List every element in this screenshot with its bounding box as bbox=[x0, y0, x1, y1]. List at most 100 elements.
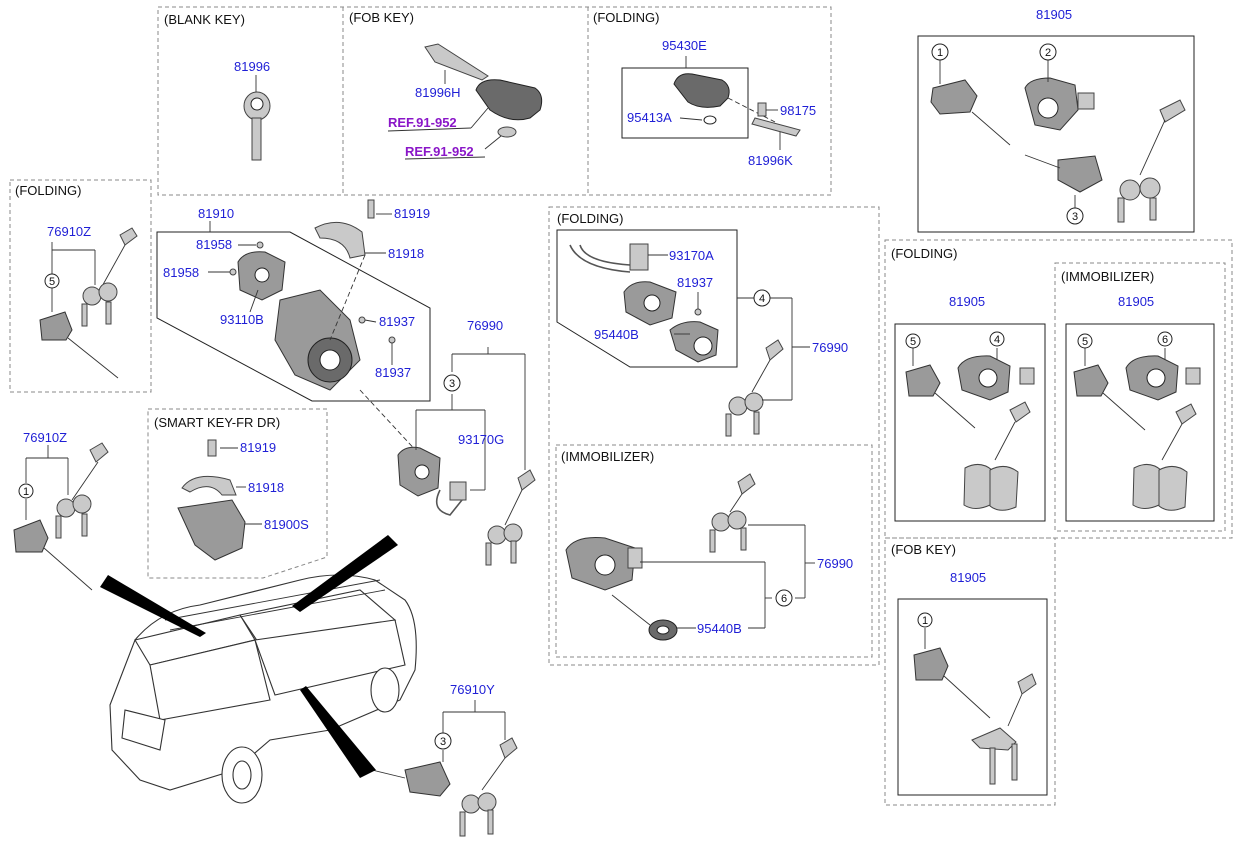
cylinder-76910Z-illustration bbox=[13, 442, 109, 591]
fob-key-top-label: (FOB KEY) bbox=[349, 10, 414, 25]
folding-right-box bbox=[894, 323, 1046, 522]
fob-right-illustration bbox=[913, 628, 1037, 785]
folding-mid-illustration bbox=[569, 243, 810, 437]
smart-key-illustration bbox=[177, 439, 262, 561]
pointer-wedge bbox=[292, 535, 398, 612]
part-number-81996: 81996 bbox=[234, 59, 270, 74]
callout-number: 1 bbox=[937, 47, 943, 59]
folding-left-frame bbox=[9, 179, 152, 393]
folding-left-illustration bbox=[39, 227, 138, 379]
folding-left-label: (FOLDING) bbox=[15, 183, 81, 198]
callout-number: 5 bbox=[1082, 336, 1088, 348]
vehicle-illustration bbox=[109, 574, 417, 804]
callout-circle bbox=[44, 273, 60, 289]
callout-number: 1 bbox=[922, 615, 928, 627]
immobilizer-mid-label: (IMMOBILIZER) bbox=[561, 449, 654, 464]
callout-number: 6 bbox=[1162, 334, 1168, 346]
top-right-lockset-illustration bbox=[930, 60, 1186, 223]
callout-circle bbox=[18, 483, 34, 499]
pointer-wedge bbox=[100, 575, 206, 637]
part-number-76910Y: 76910Y bbox=[450, 682, 495, 697]
fob-key-right-frame bbox=[884, 537, 1056, 806]
callout-circle bbox=[434, 732, 452, 750]
top-right-box bbox=[917, 35, 1195, 233]
callout-number: 3 bbox=[1072, 211, 1078, 223]
smart-key-label: (SMART KEY-FR DR) bbox=[154, 415, 280, 430]
mid-outer-frame bbox=[548, 206, 880, 666]
part-number-81937: 81937 bbox=[375, 365, 411, 380]
callout-circle bbox=[917, 612, 933, 628]
part-number-76990: 76990 bbox=[817, 556, 853, 571]
part-number-81918: 81918 bbox=[248, 480, 284, 495]
part-number-81900S: 81900S bbox=[264, 517, 309, 532]
part-number-81937: 81937 bbox=[677, 275, 713, 290]
callout-circle bbox=[1039, 43, 1057, 61]
part-number-93170A: 93170A bbox=[669, 248, 714, 263]
section-frames bbox=[9, 6, 1233, 806]
callout-circle bbox=[753, 289, 771, 307]
folding-top-label: (FOLDING) bbox=[593, 10, 659, 25]
part-number-81910: 81910 bbox=[198, 206, 234, 221]
callout-circle bbox=[1066, 207, 1084, 225]
callout-circle bbox=[931, 43, 949, 61]
fob-right-box bbox=[897, 598, 1048, 796]
part-number-93170G: 93170G bbox=[458, 432, 504, 447]
part-number-76910Z: 76910Z bbox=[47, 224, 91, 239]
immobilizer-mid-frame bbox=[555, 444, 873, 658]
pointer-wedge bbox=[300, 686, 376, 778]
fob-key-right-label: (FOB KEY) bbox=[891, 542, 956, 557]
callout-number: 3 bbox=[440, 736, 446, 748]
part-number-81958: 81958 bbox=[163, 265, 199, 280]
part-number-81937: 81937 bbox=[379, 314, 415, 329]
callout-circle bbox=[443, 374, 461, 392]
part-labels: 81996 81996H 95430E 95413A 98175 81996K … bbox=[23, 7, 1154, 697]
solid-boxes bbox=[156, 35, 1215, 796]
part-number-81918: 81918 bbox=[388, 246, 424, 261]
part-number-81958: 81958 bbox=[196, 237, 232, 252]
part-number-81905: 81905 bbox=[949, 294, 985, 309]
blank-key-illustration bbox=[243, 75, 271, 161]
folding-right-label: (FOLDING) bbox=[891, 246, 957, 261]
folding-right-illustration bbox=[905, 348, 1035, 511]
part-number-81905: 81905 bbox=[1036, 7, 1072, 22]
callout-number: 5 bbox=[910, 336, 916, 348]
immobilizer-right-label: (IMMOBILIZER) bbox=[1061, 269, 1154, 284]
part-number-98175: 98175 bbox=[780, 103, 816, 118]
immobilizer-mid-illustration bbox=[565, 473, 815, 641]
fob-folding-box bbox=[621, 67, 749, 139]
callout-circle bbox=[989, 331, 1005, 347]
part-number-81919: 81919 bbox=[394, 206, 430, 221]
part-number-93110B: 93110B bbox=[220, 312, 264, 327]
section-labels: (BLANK KEY) (FOB KEY) (FOLDING) (FOLDING… bbox=[15, 10, 1154, 557]
fob-folding-illustration bbox=[673, 56, 801, 150]
immobilizer-right-frame bbox=[1054, 262, 1226, 532]
part-number-81905: 81905 bbox=[1118, 294, 1154, 309]
callout-circle bbox=[1157, 331, 1173, 347]
part-number-81919: 81919 bbox=[240, 440, 276, 455]
part-number-95413A: 95413A bbox=[627, 110, 672, 125]
cylinder-76910Y-illustration bbox=[371, 700, 518, 837]
part-number-95440B: 95440B bbox=[594, 327, 639, 342]
callout-number: 4 bbox=[759, 293, 765, 305]
blank-key-label: (BLANK KEY) bbox=[164, 12, 245, 27]
callout-number: 2 bbox=[1045, 47, 1051, 59]
callout-number: 4 bbox=[994, 334, 1000, 346]
ignition-illustration bbox=[208, 199, 421, 456]
pointer-wedges bbox=[100, 535, 398, 778]
ref-label: REF.91-952 bbox=[405, 144, 474, 159]
part-number-76990: 76990 bbox=[812, 340, 848, 355]
part-number-76910Z: 76910Z bbox=[23, 430, 67, 445]
immobilizer-right-illustration bbox=[1073, 348, 1201, 511]
callouts: 1 2 3 5 1 3 4 6 5 4 5 6 1 3 bbox=[18, 43, 1173, 750]
folding-mid-box bbox=[556, 229, 738, 368]
ref-label: REF.91-952 bbox=[388, 115, 457, 130]
part-number-76990: 76990 bbox=[467, 318, 503, 333]
folding-mid-label: (FOLDING) bbox=[557, 211, 623, 226]
cylinder-76990-illustration bbox=[397, 347, 536, 566]
part-number-81905: 81905 bbox=[950, 570, 986, 585]
callout-number: 3 bbox=[449, 378, 455, 390]
smart-key-frame bbox=[147, 408, 328, 579]
part-number-81996H: 81996H bbox=[415, 85, 461, 100]
ref-labels: REF.91-952 REF.91-952 bbox=[388, 115, 474, 159]
